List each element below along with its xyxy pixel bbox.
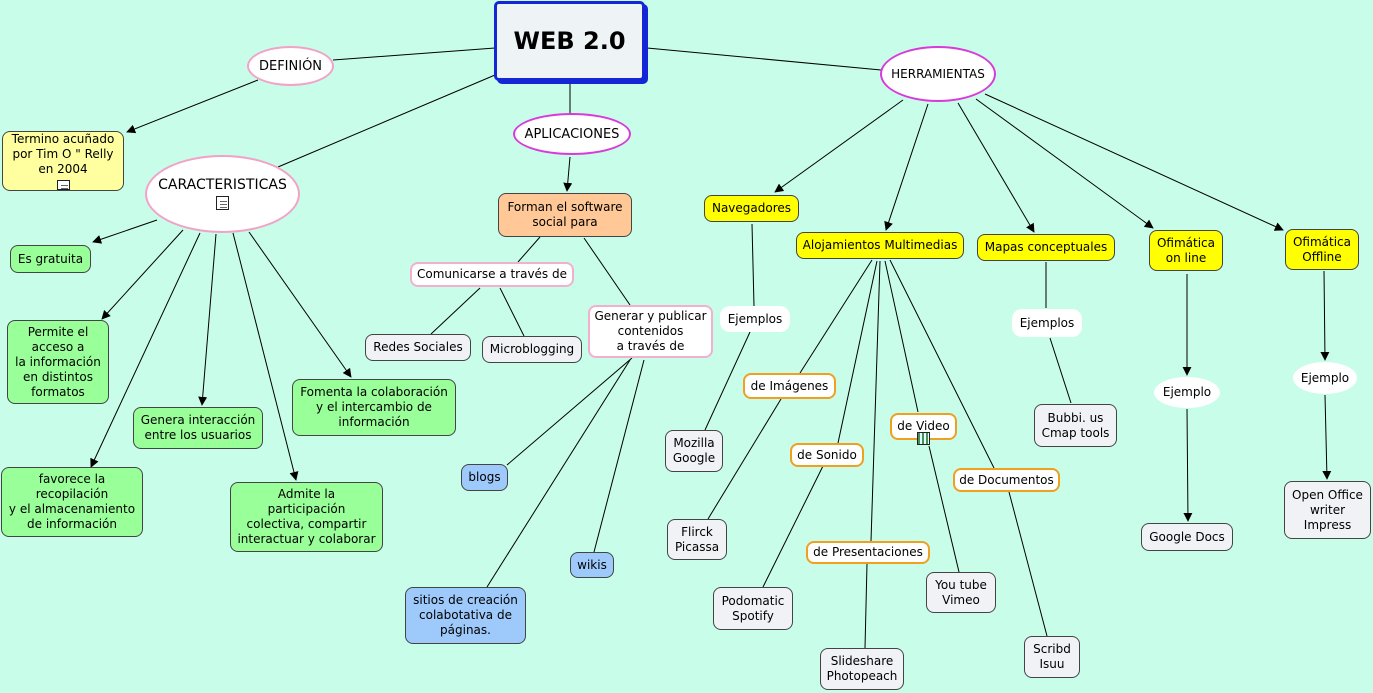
definicion-node[interactable]: DEFINIÓN [247, 46, 334, 86]
line-title-caracteristicas [277, 74, 496, 168]
line-title-herramientas [646, 47, 882, 71]
sitios-node[interactable]: sitios de creación colabotativa de págin… [405, 587, 526, 644]
comunicarse-node[interactable]: Comunicarse a través de [410, 262, 574, 287]
ofimatica-offline-node[interactable]: Ofimática Offline [1285, 229, 1359, 270]
nav-ejemplos-node[interactable]: Ejemplos [720, 306, 790, 332]
imagenes-node[interactable]: de Imágenes [743, 373, 836, 399]
caracteristicas-node[interactable]: CARACTERISTICAS [145, 155, 300, 233]
arrow-online [975, 98, 1154, 229]
line-sonido-podomatic [762, 465, 824, 588]
caract-acceso[interactable]: Permite el acceso a la información en di… [7, 320, 109, 404]
video-label: de Video [897, 419, 950, 433]
document-icon[interactable] [216, 196, 229, 210]
arrow-definicion-termino [126, 79, 259, 134]
caracteristicas-label: CARACTERISTICAS [158, 177, 287, 193]
scribd-isuu-node[interactable]: Scribd Isuu [1024, 636, 1080, 678]
mozilla-google-node[interactable]: Mozilla Google [665, 430, 723, 472]
caract-gratuita[interactable]: Es gratuita [10, 245, 91, 273]
caract-interaccion[interactable]: Genera interacción entre los usuarios [133, 407, 263, 449]
aplicaciones-node[interactable]: APLICACIONES [513, 113, 631, 155]
bubbi-cmap-node[interactable]: Bubbi. us Cmap tools [1034, 404, 1117, 447]
line-software-generar [583, 237, 631, 306]
wikis-node[interactable]: wikis [570, 552, 614, 578]
caract-participacion[interactable]: Admite la participación colectiva, compa… [230, 482, 383, 552]
line-mm-imagenes [799, 259, 873, 374]
arrow-offline [984, 93, 1284, 231]
mapas-ejemplos-node[interactable]: Ejemplos [1012, 309, 1082, 337]
line-generar-blogs [506, 357, 633, 466]
presentaciones-node[interactable]: de Presentaciones [806, 541, 930, 564]
google-docs-node[interactable]: Google Docs [1141, 523, 1233, 551]
film-icon[interactable] [917, 432, 930, 445]
documentos-node[interactable]: de Documentos [953, 468, 1060, 492]
arrow-mapas [957, 102, 1035, 233]
arrow-colaboracion [248, 231, 352, 378]
document-icon[interactable] [56, 180, 70, 190]
line-generar-sitios [486, 359, 631, 588]
line-ejemplos-mozilla [704, 331, 751, 431]
line-imagenes-flirck [707, 398, 782, 520]
definicion-text-node[interactable]: Termino acuñado por Tim O " Relly en 200… [2, 131, 124, 191]
line-mm-video [884, 260, 919, 413]
line-nav-ejemplos [751, 223, 755, 307]
navegadores-node[interactable]: Navegadores [704, 195, 799, 222]
line-documentos-scribd [1008, 491, 1048, 637]
generar-node[interactable]: Generar y publicar contenidos a través d… [588, 305, 713, 358]
online-ejemplo-node[interactable]: Ejemplo [1154, 377, 1220, 408]
line-ejemplos-bubbi [1049, 337, 1072, 404]
line-comunicarse-redes [430, 287, 481, 335]
line-mm-sonido [837, 260, 878, 444]
main-title[interactable]: WEB 2.0 [494, 1, 645, 81]
line-mm-documentos [889, 259, 995, 469]
multimedia-node[interactable]: Alojamientos Multimedias [796, 232, 964, 259]
software-social-node[interactable]: Forman el software social para [498, 193, 632, 237]
line-software-comunicarse [517, 236, 541, 263]
podomatic-spotify-node[interactable]: Podomatic Spotify [713, 587, 793, 630]
definicion-text: Termino acuñado por Tim O " Relly en 200… [11, 132, 115, 176]
herramientas-node[interactable]: HERRAMIENTAS [880, 46, 996, 102]
line-generar-wikis [593, 359, 645, 553]
arrow-acceso [101, 229, 184, 320]
arrow-gratuita [92, 219, 158, 244]
arrow-multimedia [884, 103, 929, 231]
caract-recopilacion[interactable]: favorece la recopilación y el almacenami… [1, 467, 143, 537]
line-title-definicion [332, 47, 496, 61]
arrow-offline-ejemplo [1320, 270, 1330, 361]
slideshare-photopeach-node[interactable]: Slideshare Photopeach [820, 648, 904, 690]
line-video-youtube [928, 445, 960, 573]
blogs-node[interactable]: blogs [461, 464, 508, 491]
sonido-node[interactable]: de Sonido [790, 443, 864, 467]
arrow-interaccion [198, 233, 217, 406]
line-comunicarse-micro [499, 287, 525, 337]
redes-sociales-node[interactable]: Redes Sociales [365, 334, 471, 361]
microblogging-node[interactable]: Microblogging [482, 336, 582, 363]
arrow-navegadores [774, 99, 904, 193]
arrow-offline-open [1322, 394, 1332, 480]
line-mm-presentaciones [870, 260, 881, 542]
arrow-online-docs [1183, 408, 1193, 522]
caract-colaboracion[interactable]: Fomenta la colaboración y el intercambio… [292, 379, 456, 436]
ofimatica-online-node[interactable]: Ofimática on line [1149, 230, 1223, 271]
offline-ejemplo-node[interactable]: Ejemplo [1293, 362, 1357, 394]
mapas-node[interactable]: Mapas conceptuales [977, 234, 1115, 261]
line-presentaciones-slideshare [864, 563, 868, 649]
flirck-picassa-node[interactable]: Flirck Picassa [667, 519, 727, 560]
open-office-node[interactable]: Open Office writer Impress [1284, 481, 1371, 539]
arrow-participacion [232, 232, 299, 481]
youtube-vimeo-node[interactable]: You tube Vimeo [926, 572, 996, 613]
arrow-software [563, 156, 573, 192]
arrow-recopilacion [90, 232, 201, 468]
